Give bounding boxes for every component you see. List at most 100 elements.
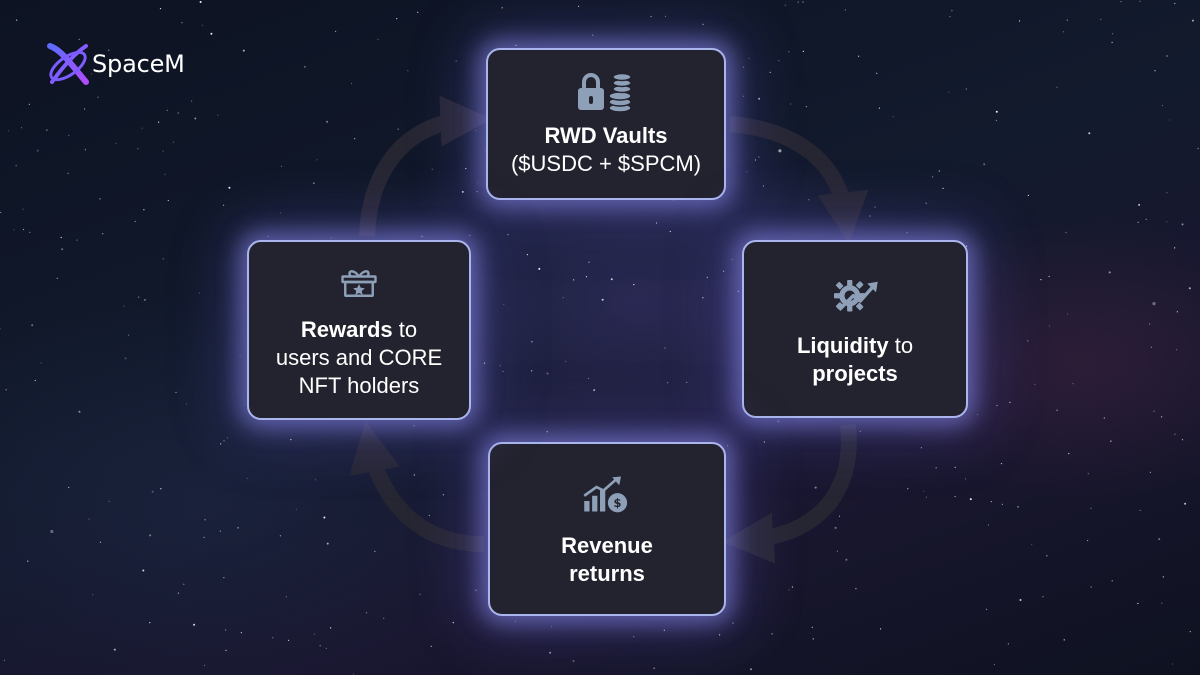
brand-name: SpaceM [92,50,185,78]
star [396,18,398,20]
star [280,165,283,167]
star [859,430,861,432]
star [326,542,329,545]
star [237,527,239,529]
star [1100,18,1102,21]
star [920,447,923,449]
star [845,558,848,561]
star [791,586,794,588]
star [13,229,15,231]
star [758,97,761,100]
star [655,222,658,224]
star [869,215,871,217]
star [149,622,151,624]
star [452,622,454,624]
star [1048,275,1050,278]
star [141,127,143,129]
star [588,261,590,263]
star [923,490,925,492]
star [113,648,116,651]
star [272,637,274,639]
star [499,365,501,367]
brand-logo: SpaceM [44,40,185,88]
star [267,235,269,237]
star [1149,323,1151,325]
star [723,270,725,272]
star [90,73,93,75]
star [88,518,90,520]
star [1042,596,1044,598]
star [1112,33,1114,35]
star [1017,506,1019,508]
star [762,185,765,187]
star [285,596,287,598]
star [538,267,541,270]
star [1139,0,1141,2]
node-liquidity: Liquidity to projects [742,240,968,418]
star [203,536,205,538]
star [220,443,222,445]
star [191,100,193,102]
rewards-line3: NFT holders [298,373,420,398]
star [601,298,604,301]
star [1150,346,1152,348]
gift-star-icon [341,270,377,297]
star [531,341,533,343]
star [22,228,25,231]
star [290,439,292,441]
revenue-line1: Revenue [561,533,653,558]
star [108,500,110,502]
star [844,9,847,11]
star [549,651,552,654]
star [1090,507,1092,509]
star [223,204,225,206]
star [1046,555,1048,557]
star [330,627,332,629]
star [181,22,183,24]
star [240,632,242,634]
star [326,120,329,123]
star [788,51,790,53]
star [892,116,894,118]
star [1137,221,1139,223]
star [99,541,102,543]
star [750,668,752,671]
star [797,1,799,3]
star [279,535,281,537]
star [217,114,219,116]
star [198,292,200,294]
star [925,202,927,204]
star [1166,55,1168,57]
star [769,71,771,73]
star [802,1,804,3]
star [20,127,23,129]
star [323,516,326,519]
star [143,209,145,211]
star [142,569,145,572]
star [223,440,225,442]
star [578,5,580,7]
star [1166,221,1168,223]
star [61,248,63,250]
star [22,208,24,210]
star [1171,663,1174,665]
star [1161,104,1163,107]
star [951,10,953,12]
star [746,171,748,173]
star [949,16,951,18]
star [374,550,376,553]
star [413,474,415,476]
star [987,524,990,526]
star [702,297,704,299]
star [68,486,70,489]
star [1031,543,1033,546]
star [874,206,876,208]
star [996,404,998,407]
star [942,187,944,189]
star [319,645,321,647]
star [138,296,140,298]
node-rewards: Rewards to users and CORE NFT holders [247,240,471,420]
star [993,663,996,666]
star [1176,349,1178,351]
